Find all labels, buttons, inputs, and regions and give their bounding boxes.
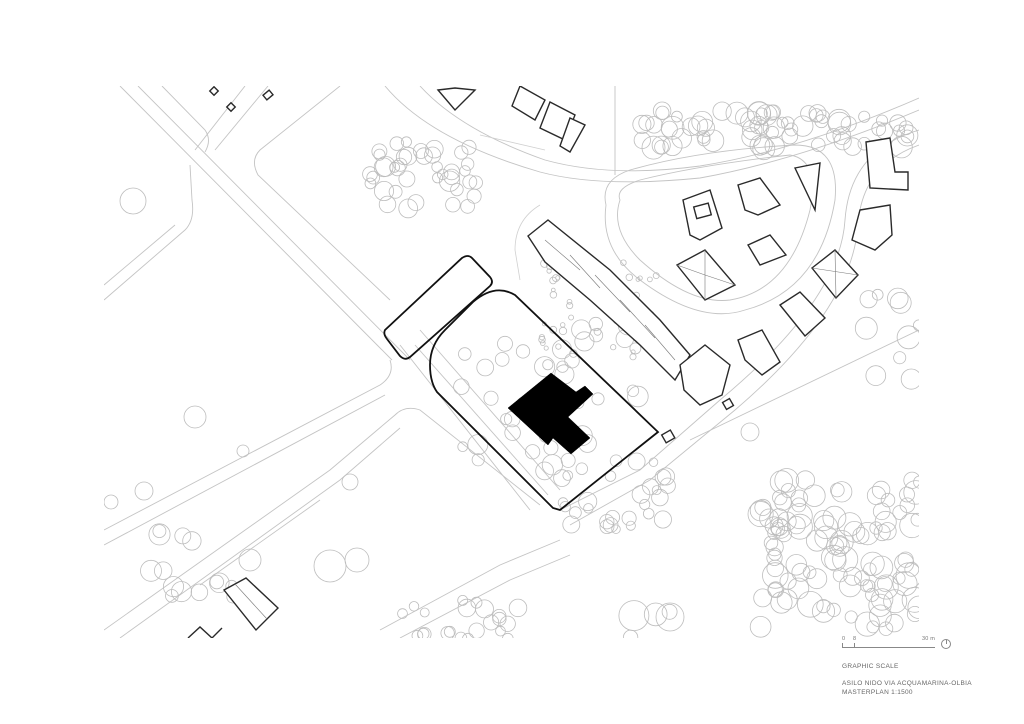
scale-label-mid: 8 [853, 636, 857, 642]
existing-buildings [187, 86, 909, 638]
plan-label: MASTERPLAN 1:1500 [842, 689, 913, 696]
site-boundaries [383, 255, 660, 511]
project-name: ASILO NIDO VIA ACQUAMARINA-OLBIA [842, 680, 972, 687]
legend-title: GRAPHIC SCALE [842, 663, 899, 670]
scale-tick [854, 643, 855, 648]
scale-label-end: 30 m [922, 636, 936, 642]
north-arrow-icon [941, 639, 951, 649]
project-building-nursery [507, 372, 594, 455]
trees [104, 101, 919, 638]
scale-line [842, 647, 935, 648]
graphic-scale-bar: 0 8 30 m [842, 636, 1012, 656]
scale-tick [842, 643, 843, 648]
legend: 0 8 30 m GRAPHIC SCALE ASILO NIDO VIA AC… [842, 636, 1012, 697]
scale-label-start: 0 [842, 636, 846, 642]
